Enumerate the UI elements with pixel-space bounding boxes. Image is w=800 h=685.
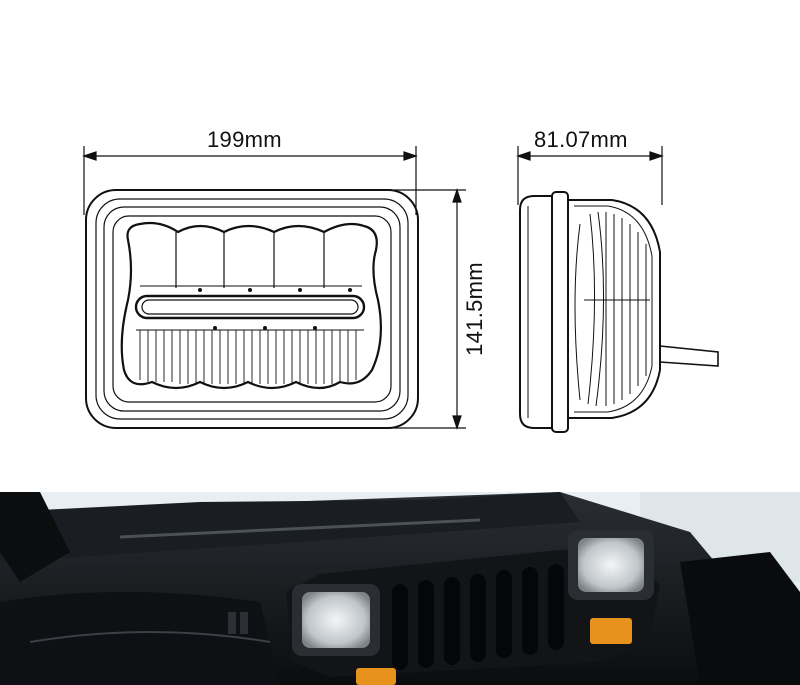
width-dimension-label: 199mm [207, 127, 282, 152]
jeep-photo [0, 492, 800, 685]
jeep-amber-light-right [590, 618, 632, 644]
headlight-front-view [85, 189, 419, 429]
height-dimension-label: 141.5mm [461, 262, 487, 356]
jeep-right-headlight [568, 530, 654, 600]
jeep-left-headlight [292, 584, 380, 656]
technical-drawing [82, 146, 719, 433]
jeep-amber-light-left [356, 668, 396, 685]
headlight-side-view [519, 191, 719, 433]
depth-dimension-label: 81.07mm [534, 127, 628, 152]
